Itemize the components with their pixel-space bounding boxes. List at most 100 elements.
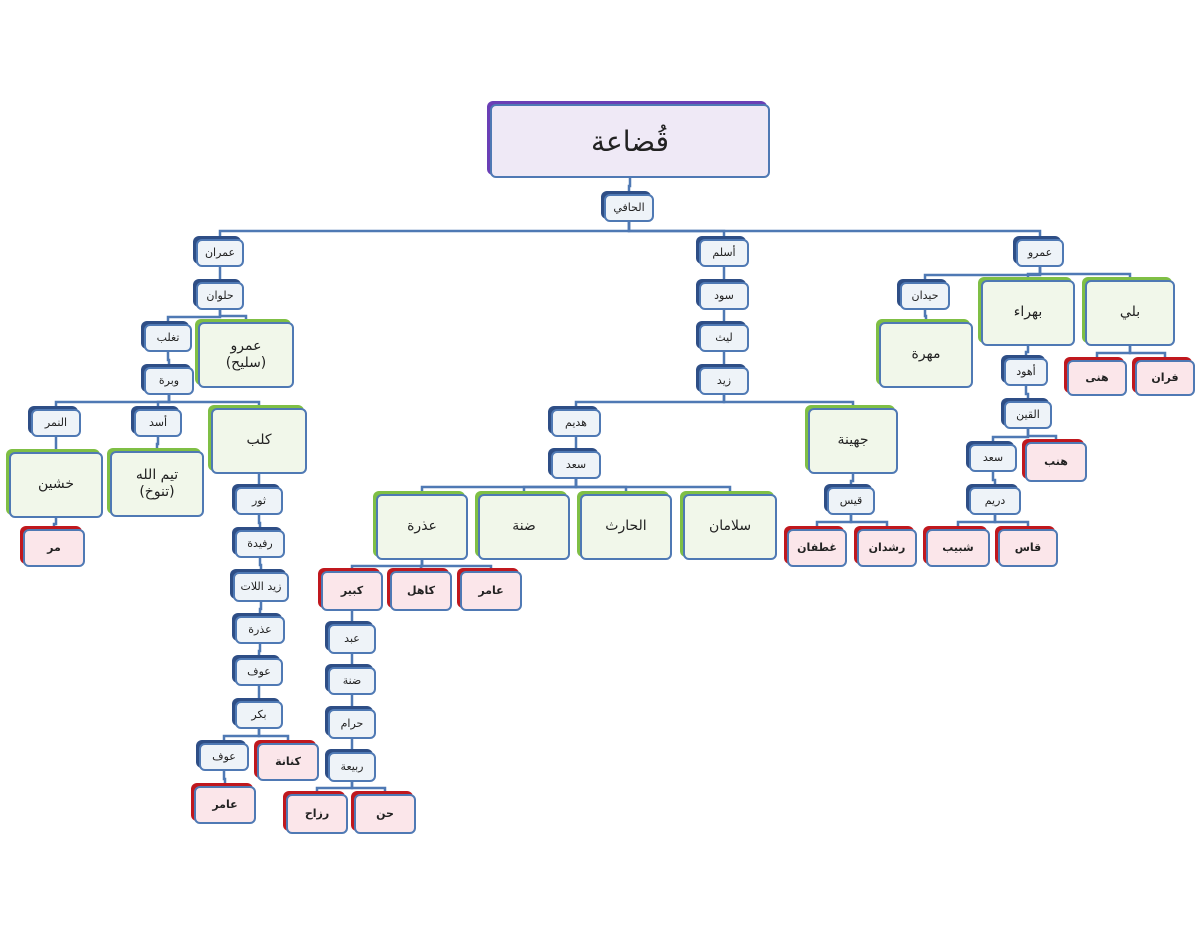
tree-node-bahra: بهراء [981,280,1075,346]
tree-node-imran: عمران [196,239,244,267]
connector-bakr-kinana [257,729,290,743]
connector-udhra2-kabir [350,560,424,571]
tree-node-thawr: ثور [235,487,283,515]
tree-node-hana: هنى [1067,360,1127,396]
connector-zayd-juhayna [722,395,855,408]
connector-bahra-ahwad [1024,346,1030,358]
connector-saad1-salaman [574,479,732,494]
tree-node-dinna1: ضنة [478,494,570,560]
connector-haydan-mahra [923,310,928,322]
tree-node-qas: قاس [998,529,1058,567]
tree-node-rabia: ربيعة [328,752,376,782]
tree-node-kinana: كنانة [257,743,319,781]
tree-node-juhayna: جهينة [808,408,898,474]
tree-node-kabir: كبير [321,571,383,611]
connector-ilhaf-amr1 [627,222,1042,239]
tree-node-hulwan: حلوان [196,282,244,310]
tree-node-layth: ليث [699,324,749,352]
connector-rabia-hunn [350,782,387,794]
connector-wabra-kalb [167,395,261,408]
tree-node-udhra2: عذرة [376,494,468,560]
tree-node-faran: فران [1135,360,1195,396]
tree-node-ilhaf: الحافي [604,194,654,222]
tree-node-hudaym: هديم [551,409,601,437]
tree-node-bakr: بكر [235,701,283,729]
tree-node-abd: عبد [328,624,376,654]
tree-node-ghatafan: غطفان [787,529,847,567]
connector-thawr-rufayda [257,515,262,530]
tree-node-alqayn: القين [1004,401,1052,429]
connector-bali-faran [1128,346,1167,360]
tree-node-udhra1: عذرة [235,616,285,644]
tree-node-rushdan: رشدان [857,529,917,567]
connector-zayd-hudaym [574,395,726,409]
tree-node-kahil: كاهل [390,571,452,611]
tree-node-saad2: سعد [969,444,1017,472]
connector-rufayda-zaydlat [258,558,263,572]
tree-node-murr: مر [23,529,85,567]
tree-node-taymallah: تيم الله (تنوخ) [110,451,204,517]
tree-node-harith: الحارث [580,494,672,560]
tree-node-amr1: عمرو [1016,239,1064,267]
connector-asad-taymallah [155,437,160,451]
tree-node-ahwad: أهود [1004,358,1048,386]
tree-node-awf2: عوف [199,743,249,771]
tree-node-root: قُضاعة [490,104,770,178]
connector-alqayn-hunb [1026,429,1058,442]
connector-juhayna-qays [849,474,855,487]
tree-node-rizah: رزاح [286,794,348,834]
connector-hulwan-amr_salih [218,310,248,322]
tree-node-mahra: مهرة [879,322,973,388]
tree-node-shubayb: شبيب [926,529,990,567]
connector-root-ilhaf [627,178,632,194]
connector-saad2-duraym [991,472,997,487]
tree-node-wabra: وبرة [144,367,194,395]
connector-qays-rushdan [849,515,889,529]
connector-wabra-alnamir [54,395,171,409]
tree-node-hunb: هنب [1025,442,1087,482]
tree-node-alnamir: النمر [31,409,81,437]
tree-node-saad1: سعد [551,451,601,479]
tree-node-amr_salih: عمرو (سليح) [198,322,294,388]
tree-node-hunn: حن [354,794,416,834]
tree-node-zaydlat: زيد اللات [233,572,289,602]
tree-node-amir2: عامر [460,571,522,611]
tree-node-qays: قيس [827,487,875,515]
connector-alqayn-saad2 [991,429,1030,444]
connector-amr1-bahra [1026,267,1042,280]
tree-node-bali: بلي [1085,280,1175,346]
tree-node-haram: حرام [328,709,376,739]
tree-node-haydan: حيدان [900,282,950,310]
connector-duraym-shubayb [956,515,997,529]
tree-node-aslam: أسلم [699,239,749,267]
connector-rabia-rizah [315,782,354,794]
tree-node-taghlib: تغلب [144,324,192,352]
tree-node-khushayn: خشين [9,452,103,518]
connector-awf2-amir1 [222,771,227,786]
tree-node-sud: سود [699,282,749,310]
connector-khushayn-murr [52,518,58,529]
tree-node-salaman: سلامان [683,494,777,560]
tree-node-awf1: عوف [235,658,283,686]
connector-wabra-asad [156,395,171,409]
connector-ilhaf-imran [218,222,631,239]
tree-node-dinna2: ضنة [328,667,376,695]
tree-node-rufayda: رفيدة [235,530,285,558]
connector-ahwad-alqayn [1024,386,1030,401]
tree-node-kalb: كلب [211,408,307,474]
connector-saad1-dinna1 [522,479,578,494]
tree-node-amir1: عامر [194,786,256,824]
connector-taghlib-wabra [166,352,171,367]
connector-bakr-awf2 [222,729,261,743]
connector-amr1-bali [1038,267,1132,280]
tree-node-asad: أسد [134,409,182,437]
connector-qays-ghatafan [815,515,853,529]
connector-udhra2-amir2 [420,560,493,571]
connector-udhra1-awf1 [257,644,262,658]
connector-zaydlat-udhra1 [258,602,263,616]
tree-node-duraym: دريم [969,487,1021,515]
tree-node-zayd: زيد [699,367,749,395]
connector-bali-hana [1095,346,1132,360]
